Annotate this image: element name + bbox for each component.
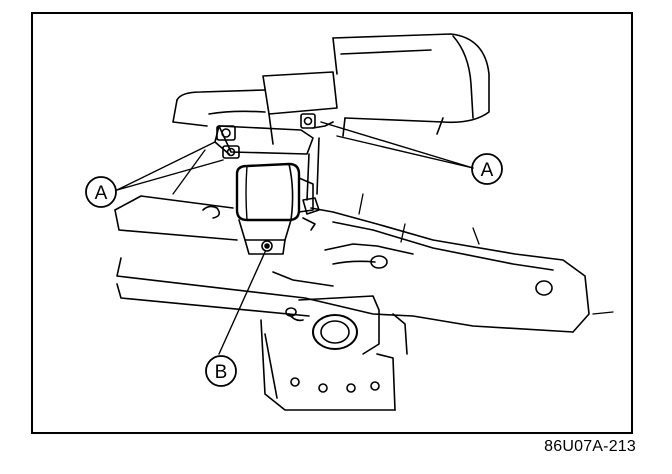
leader-lines xyxy=(116,121,474,355)
illustration-frame: A A B xyxy=(31,12,633,434)
figure-code: 86U07A-213 xyxy=(544,438,636,455)
callout-a-left: A xyxy=(85,176,117,208)
cross-member xyxy=(114,195,590,333)
callout-a-right-label: A xyxy=(481,160,494,181)
callout-b-label: B xyxy=(215,362,228,383)
rubber-mount xyxy=(235,162,320,255)
callout-b: B xyxy=(205,355,237,387)
callout-a-left-label: A xyxy=(95,183,108,204)
callout-a-right: A xyxy=(471,153,503,185)
lower-bracket xyxy=(260,295,408,411)
engine-mount-illustration: A A B xyxy=(85,33,614,411)
mount-bracket xyxy=(214,113,334,201)
frame-lines xyxy=(172,149,614,315)
